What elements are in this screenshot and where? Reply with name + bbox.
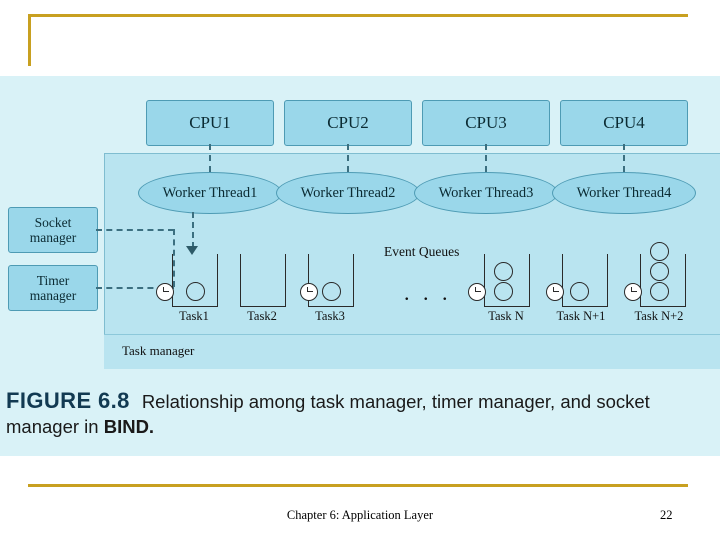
queue-item-n-1 xyxy=(494,262,513,281)
socket-manager-box: Socket manager xyxy=(8,207,98,253)
clock-icon-3 xyxy=(300,283,318,301)
queue-item-n-2 xyxy=(494,282,513,301)
socket-manager-line2: manager xyxy=(29,230,77,245)
task-label-2: Task2 xyxy=(247,309,277,323)
worker-thread-1: Worker Thread1 xyxy=(138,172,282,214)
task-manager-label: Task manager xyxy=(122,343,195,358)
task-manager-band xyxy=(104,334,720,369)
queue-ellipsis: . . . xyxy=(404,280,452,305)
cpu-box-2: CPU2 xyxy=(284,100,412,146)
caption-line-2-bold: BIND. xyxy=(103,416,155,437)
task-queue-n2 xyxy=(640,254,686,307)
manager-bus-connector xyxy=(173,229,175,287)
clock-icon-n2 xyxy=(624,283,642,301)
clock-icon-n xyxy=(468,283,486,301)
queue-item-1-1 xyxy=(186,282,205,301)
caption-figure-number: FIGURE 6.8 xyxy=(6,388,130,413)
clock-icon-1 xyxy=(156,283,174,301)
task-queue-3 xyxy=(308,254,354,307)
slide-page-number: 22 xyxy=(660,508,673,522)
task-queue-2 xyxy=(240,254,286,307)
task-queue-n xyxy=(484,254,530,307)
cpu-worker-connector-1 xyxy=(209,144,211,172)
queue-item-n2-2 xyxy=(650,262,669,281)
event-queues-label: Event Queues xyxy=(384,244,460,259)
figure-image: Task manager CPU1 CPU2 CPU3 CPU4 Worker … xyxy=(0,76,720,456)
worker-task-arrow-head xyxy=(186,246,198,255)
queue-item-n2-1 xyxy=(650,242,669,261)
task-queue-n1 xyxy=(562,254,608,307)
bottom-accent-rule xyxy=(28,484,688,487)
timer-manager-connector xyxy=(96,287,174,289)
top-accent-rule xyxy=(28,14,688,17)
socket-manager-line1: Socket xyxy=(34,214,72,230)
cpu-worker-connector-2 xyxy=(347,144,349,172)
task-label-1: Task1 xyxy=(179,309,209,323)
timer-manager-line2: manager xyxy=(29,288,77,303)
caption-line-1: Relationship among task manager, timer m… xyxy=(141,391,650,412)
task-queue-1 xyxy=(172,254,218,307)
timer-manager-line1: Timer xyxy=(36,272,70,288)
task-label-n1: Task N+1 xyxy=(556,309,606,323)
queue-item-n2-3 xyxy=(650,282,669,301)
caption-line-2-prefix: manager in xyxy=(6,416,104,437)
worker-task-arrow-line xyxy=(192,212,194,248)
slide-footer: Chapter 6: Application Layer xyxy=(286,508,434,522)
figure-caption: FIGURE 6.8 Relationship among task manag… xyxy=(6,388,706,438)
queue-item-n1-1 xyxy=(570,282,589,301)
cpu-box-4: CPU4 xyxy=(560,100,688,146)
worker-thread-3: Worker Thread3 xyxy=(414,172,558,214)
cpu-box-1: CPU1 xyxy=(146,100,274,146)
worker-thread-2: Worker Thread2 xyxy=(276,172,420,214)
worker-thread-4: Worker Thread4 xyxy=(552,172,696,214)
queue-item-3-1 xyxy=(322,282,341,301)
clock-icon-n1 xyxy=(546,283,564,301)
task-label-n2: Task N+2 xyxy=(634,309,684,323)
top-accent-corner xyxy=(28,14,31,66)
timer-manager-box: Timer manager xyxy=(8,265,98,311)
socket-manager-connector xyxy=(96,229,174,231)
task-label-n: Task N xyxy=(488,309,524,323)
cpu-worker-connector-4 xyxy=(623,144,625,172)
task-label-3: Task3 xyxy=(315,309,345,323)
cpu-worker-connector-3 xyxy=(485,144,487,172)
cpu-box-3: CPU3 xyxy=(422,100,550,146)
